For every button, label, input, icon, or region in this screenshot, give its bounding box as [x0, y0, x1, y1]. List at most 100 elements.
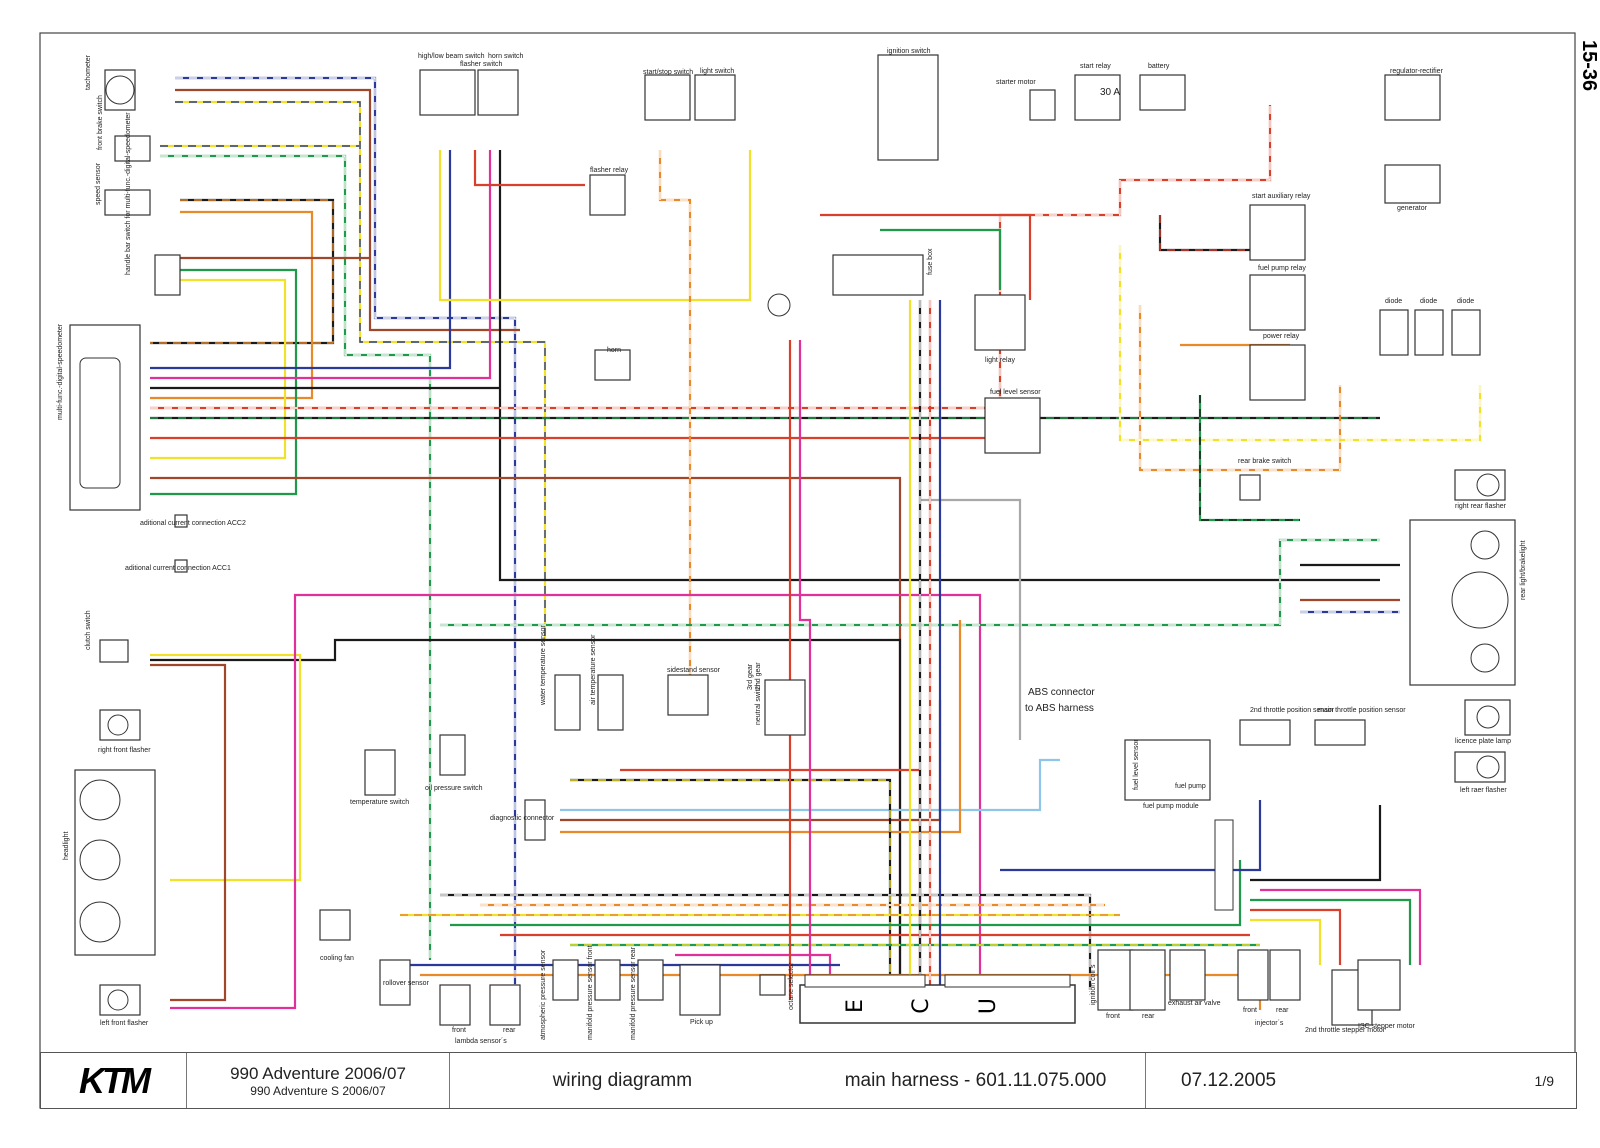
right-rear-flasher [1454, 469, 1506, 501]
left-rear-flasher [1454, 751, 1506, 783]
rollover-sensor-label: rollover sensor [383, 980, 430, 987]
wire-stripe [570, 779, 891, 990]
lamp-icon [107, 714, 129, 736]
left-rear-flasher-label: left raer flasher [1460, 787, 1507, 794]
lambda-front [439, 984, 471, 1026]
clutch-switch [99, 639, 129, 663]
right-front-flasher-label: right front flasher [98, 747, 151, 754]
annotation-ignition_coils: ignition coil´s [1090, 964, 1097, 1005]
horn-switch [477, 69, 519, 116]
front-brake-switch [114, 135, 151, 162]
wire [1198, 395, 1300, 522]
wire-stripe [175, 77, 516, 1000]
page-number: 1/9 [1534, 1072, 1554, 1089]
ecu-connector-b [944, 974, 1071, 988]
wire [150, 150, 1380, 582]
injector-rear-label: rear [1276, 1007, 1289, 1014]
injector-front-label: front [1243, 1007, 1257, 1014]
wire-stripe [440, 539, 1380, 626]
wire [170, 593, 982, 1010]
horn-switch-label: horn switch [488, 53, 524, 60]
fuse-box-label: fuse box [927, 248, 934, 275]
manifold-front-label: manifold pressure sensor front [587, 945, 594, 1040]
wire [658, 150, 692, 690]
lambda-rear [489, 984, 521, 1026]
ecu-letter: U [976, 998, 1001, 1014]
wire [438, 150, 752, 302]
atmospheric-sensor-label: atmospheric pressure sensor [540, 949, 547, 1040]
wire [473, 150, 585, 187]
wire [1250, 898, 1412, 965]
start-relay-label: start relay [1080, 63, 1111, 70]
annotation-abs_connector: ABS connector [1028, 687, 1095, 698]
ignition-coil-rear [1129, 949, 1166, 1011]
oil-pressure-switch [439, 734, 466, 776]
diagram-frame [39, 32, 1576, 1109]
exhaust-air-valve-label: exhaust air valve [1168, 1000, 1221, 1007]
sheet-reference: 15-36 [1578, 40, 1600, 92]
doc-type: wiring diagramm [552, 1069, 693, 1091]
manifold-rear [637, 959, 664, 1001]
regulator-rectifier [1384, 74, 1441, 121]
flasher-switch-label: flasher switch [460, 61, 503, 68]
high-low-beam-switch-label: high/low beam switch [418, 53, 485, 60]
ignition-coil-front-label: front [1106, 1013, 1120, 1020]
octane-selector [759, 974, 786, 996]
diode-2-label: diode [1420, 298, 1437, 305]
wire [1250, 805, 1382, 882]
wire [1158, 215, 1265, 252]
battery [1139, 74, 1186, 111]
tachometer-label: tachometer [85, 54, 92, 90]
annotation-lambda_group: lambda sensor´s [455, 1038, 507, 1045]
lamp-icon [1451, 571, 1509, 629]
rollover-sensor [379, 959, 411, 1006]
second-throttle-sensor-label: 2nd throttle position sensor [1250, 707, 1335, 714]
isc-stepper-label: ISC stepper motor [1358, 1023, 1415, 1030]
annotation-fuel_level_inner: fuel level sensor [1133, 739, 1140, 790]
power-relay-label: power relay [1263, 333, 1300, 340]
bulb-icon [79, 901, 121, 943]
speedometer [69, 324, 141, 511]
lambda-front-label: front [452, 1027, 466, 1034]
lamp-icon [1470, 530, 1500, 560]
start-stop-switch [644, 74, 691, 121]
annotation-abs_harness: to ABS harness [1025, 703, 1094, 714]
left-front-flasher [99, 984, 141, 1016]
wire [150, 210, 314, 400]
licence-plate-lamp [1464, 699, 1511, 736]
bulb-icon [79, 779, 121, 821]
annotation-injectors: injector´s [1255, 1020, 1284, 1027]
wire [820, 213, 1032, 300]
diode-1 [1379, 309, 1409, 356]
date-cell: 07.12.2005 1/9 [1146, 1053, 1576, 1108]
wire [1250, 918, 1322, 965]
wire-stripe [1159, 215, 1265, 251]
neutral-switch-label: neutral switch [755, 682, 762, 725]
annotation-relay_rating: 30 A [1100, 87, 1120, 98]
ignition-key-icon [767, 293, 791, 317]
horn [594, 349, 631, 381]
air-temp-sensor-label: air temperature sensor [590, 634, 597, 705]
neutral-switch [764, 679, 806, 736]
speed-sensor-label: speed sensor [95, 162, 102, 205]
injector-front [1237, 949, 1269, 1001]
ignition-switch-label: ignition switch [887, 48, 931, 55]
sidestand-sensor [667, 674, 709, 716]
diagnostic-connector [524, 799, 546, 841]
temperature-switch [364, 749, 396, 796]
octane-selector-label: octane selector [788, 962, 795, 1010]
light-relay-label: light relay [985, 357, 1015, 364]
wire-stripe [659, 150, 691, 690]
wire-stripe [150, 105, 1271, 409]
fuel-level-sensor [984, 397, 1041, 454]
start-auxiliary-relay [1249, 204, 1306, 261]
model-name: 990 Adventure 2006/07 [230, 1063, 406, 1083]
model-cell: 990 Adventure 2006/07 990 Adventure S 20… [187, 1053, 450, 1108]
date: 07.12.2005 [1181, 1069, 1277, 1091]
rear-light [1409, 519, 1516, 686]
main-throttle-sensor [1314, 719, 1366, 746]
ecu-letter: C [909, 998, 934, 1013]
speedometer-label: multi-func.-digital-speedometer [57, 323, 64, 420]
pick-up-label: Pick up [690, 1019, 713, 1026]
